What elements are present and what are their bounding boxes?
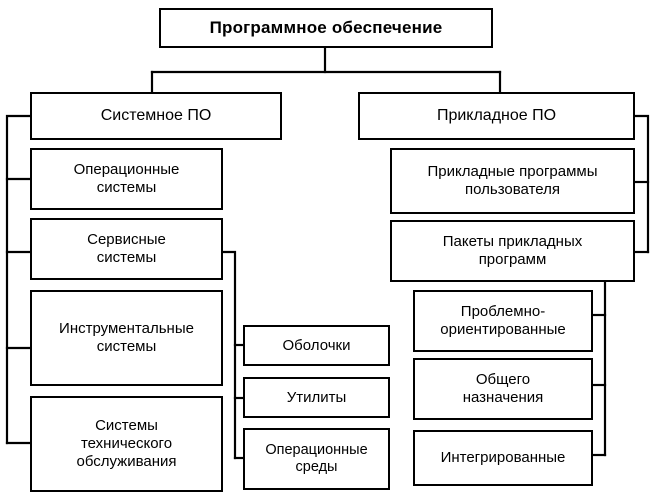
node-application-software: Прикладное ПО [358,92,635,140]
node-utilities-label: Утилиты [286,388,347,406]
node-problem-oriented: Проблемно- ориентированные [413,290,593,352]
node-user-application-programs: Прикладные программы пользователя [390,148,635,214]
node-service-systems: Сервисные системы [30,218,223,280]
node-system-software: Системное ПО [30,92,282,140]
node-operating-systems: Операционные системы [30,148,223,210]
node-integrated: Интегрированные [413,430,593,486]
node-instrumental-systems-label: Инструментальные системы [59,320,194,355]
node-operating-environments-label: Операционные среды [265,441,368,475]
node-maintenance-systems-label: Системы технического обслуживания [76,417,177,470]
node-system-software-label: Системное ПО [100,106,212,124]
node-user-application-programs-label: Прикладные программы пользователя [427,163,598,198]
node-problem-oriented-label: Проблемно- ориентированные [440,303,566,338]
node-operating-environments: Операционные среды [243,428,390,490]
node-application-program-packages-label: Пакеты прикладных программ [442,233,583,268]
node-software-root-label: Программное обеспечение [209,17,443,37]
node-general-purpose-label: Общего назначения [462,371,544,406]
node-integrated-label: Интегрированные [440,449,566,467]
node-maintenance-systems: Системы технического обслуживания [30,396,223,492]
node-general-purpose: Общего назначения [413,358,593,420]
node-application-software-label: Прикладное ПО [436,106,557,124]
node-shells: Оболочки [243,325,390,366]
node-utilities: Утилиты [243,377,390,418]
node-software-root: Программное обеспечение [159,8,493,48]
node-shells-label: Оболочки [282,336,351,354]
node-application-program-packages: Пакеты прикладных программ [390,220,635,282]
node-service-systems-label: Сервисные системы [87,231,166,266]
node-operating-systems-label: Операционные системы [73,161,180,196]
node-instrumental-systems: Инструментальные системы [30,290,223,386]
